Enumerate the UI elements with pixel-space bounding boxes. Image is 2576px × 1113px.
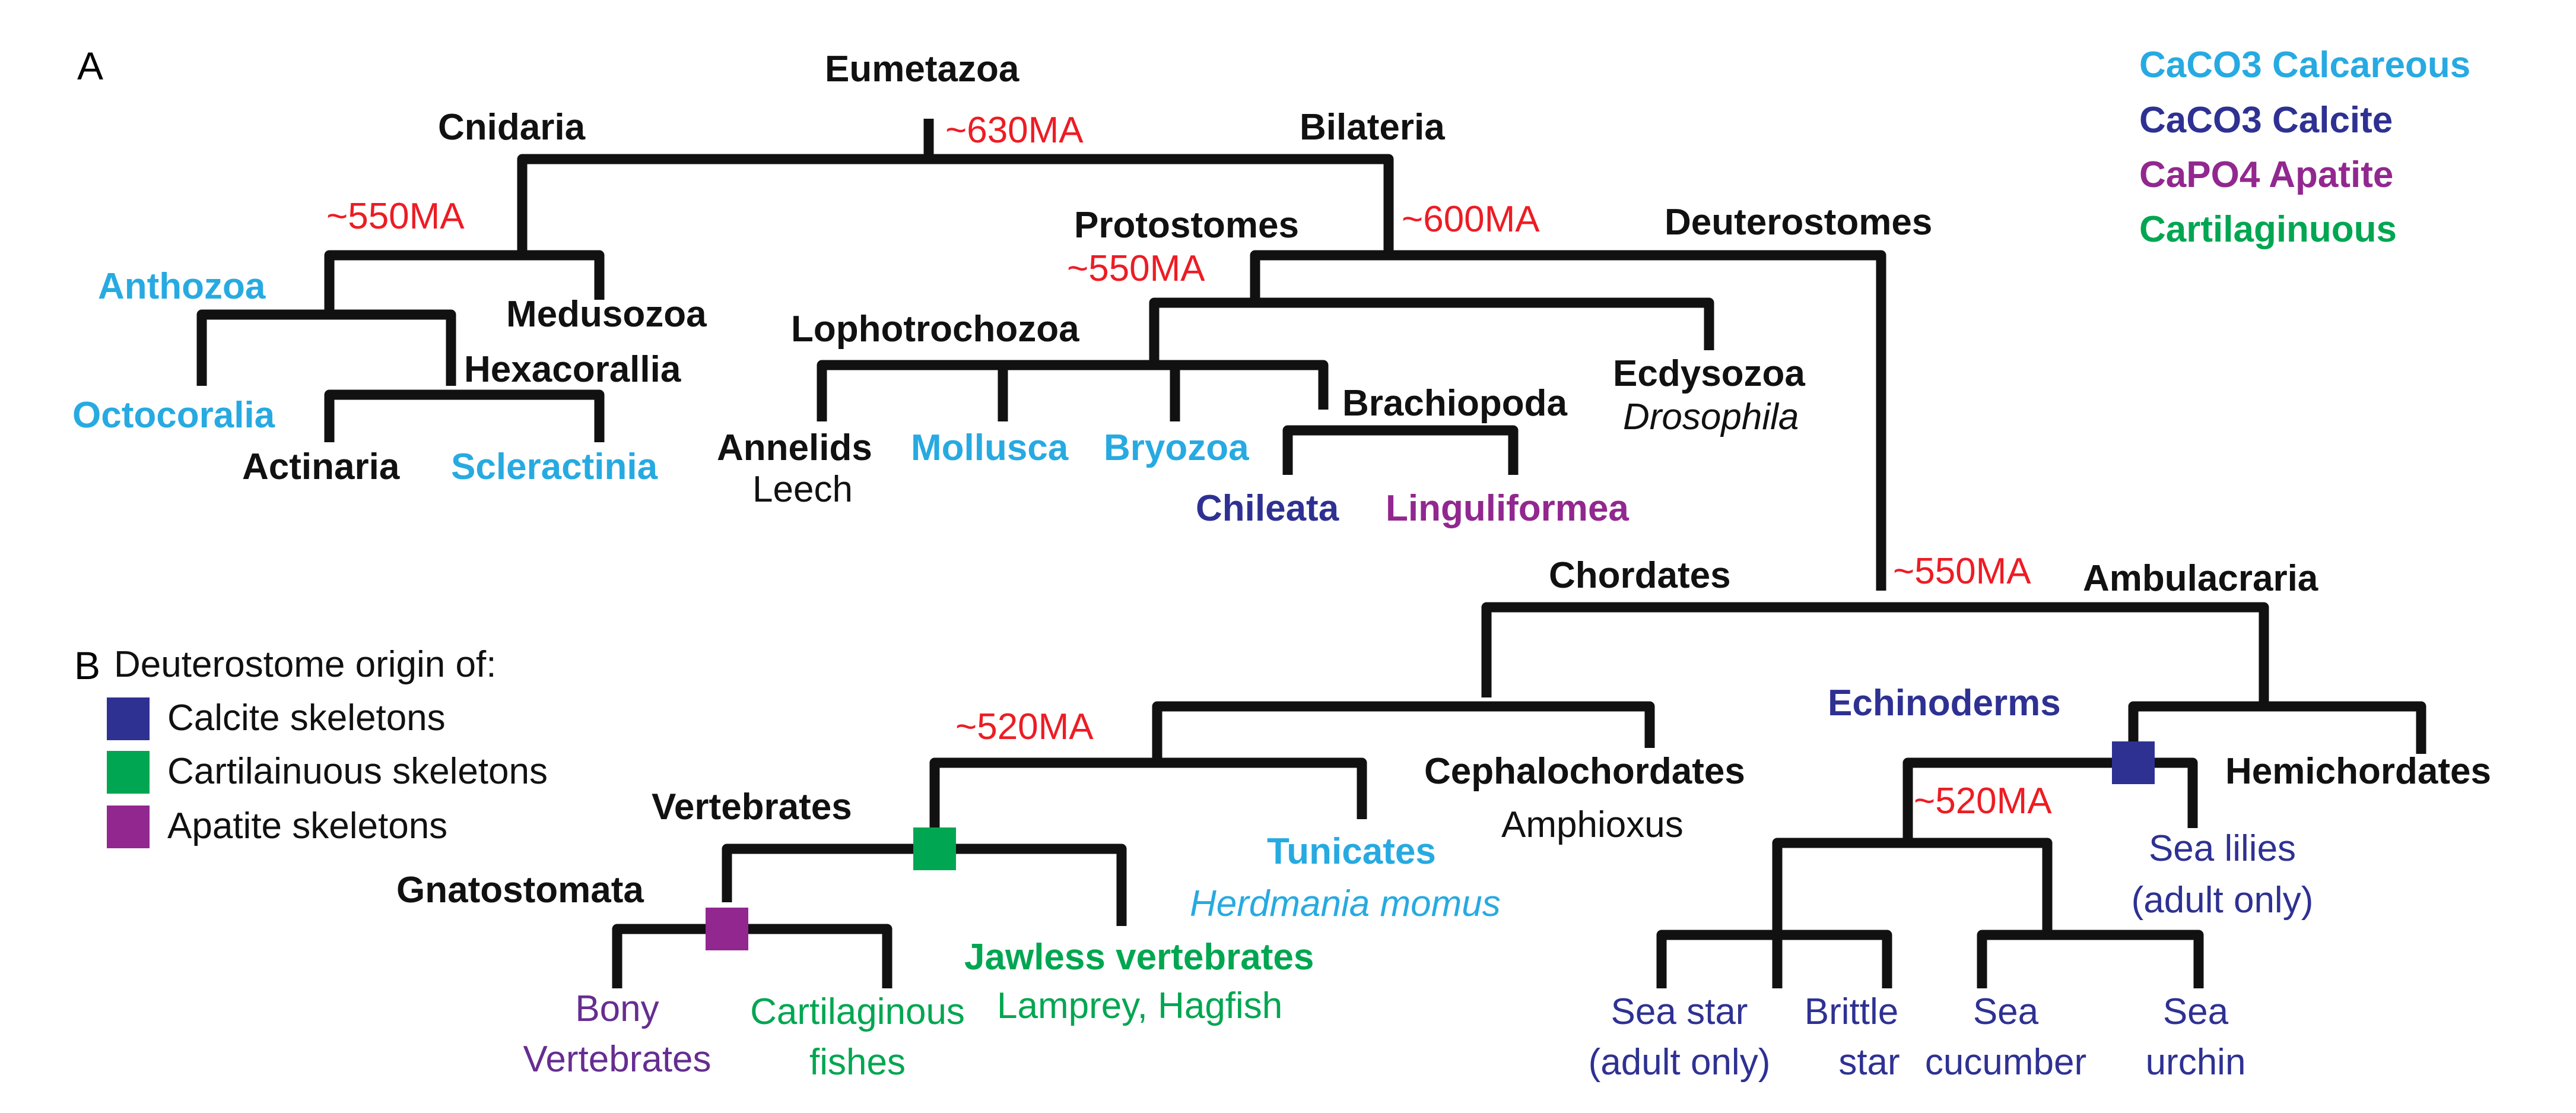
label-lamprey-hagfish: Lamprey, Hagfish — [997, 985, 1283, 1026]
time-chordates: ~520MA — [955, 706, 1094, 747]
legend-apatite: CaPO4 Apatite — [2139, 154, 2394, 195]
label-linguliformea: Linguliformea — [1386, 488, 1629, 529]
label-mollusca: Mollusca — [911, 427, 1069, 468]
legend-cartilaginuous: Cartilaginuous — [2139, 209, 2397, 250]
label-jawless-vertebrates: Jawless vertebrates — [964, 937, 1314, 978]
label-deuterostomes: Deuterostomes — [1665, 202, 1933, 243]
label-annelids: Annelids — [717, 427, 872, 468]
legend-calcite: CaCO3 Calcite — [2139, 100, 2393, 141]
label-sea-urchin-2: urchin — [2145, 1042, 2246, 1083]
tree-branch-gnatostomata — [612, 924, 892, 988]
tree-branch-hexacorallia — [324, 389, 605, 442]
apatite-origin-marker — [706, 908, 748, 950]
time-echinoderms: ~520MA — [1914, 781, 2052, 822]
label-octocoralia: Octocoralia — [72, 395, 275, 436]
label-echinoderms: Echinoderms — [1828, 683, 2061, 724]
label-bony-vertebrates-2: Vertebrates — [523, 1039, 712, 1080]
label-cartilaginous-fishes-2: fishes — [809, 1042, 906, 1083]
tree-branch-lophotrochozoa — [817, 360, 1329, 421]
legend-b-cartilage-swatch — [107, 751, 150, 794]
label-gnatostomata: Gnatostomata — [396, 870, 644, 911]
legend-b-title: Deuterostome origin of: — [114, 644, 497, 685]
time-protostomes: ~550MA — [1067, 248, 1205, 289]
label-vertebrates: Vertebrates — [652, 787, 852, 827]
tree-branch-bilateria — [1250, 250, 1886, 591]
label-bryozoa: Bryozoa — [1104, 427, 1249, 468]
label-herdmania-momus: Herdmania momus — [1190, 883, 1501, 924]
panel-a-label: A — [77, 44, 104, 88]
legend-calcareous: CaCO3 Calcareous — [2139, 45, 2471, 85]
label-scleractinia: Scleractinia — [451, 446, 658, 487]
tree-branch-deuterostomes — [1481, 602, 2269, 706]
legend-b-apatite-label: Apatite skeletons — [167, 806, 448, 846]
label-sea-lilies-1: Sea lilies — [2148, 828, 2297, 869]
tree-branch-echinozoa — [1977, 930, 2204, 988]
time-bilateria: ~600MA — [1402, 199, 1540, 240]
time-deuterostomes: ~550MA — [1893, 551, 2031, 592]
label-bony-vertebrates-1: Bony — [575, 988, 659, 1029]
label-brittle-star-2: star — [1838, 1042, 1900, 1083]
time-eumetazoa: ~630MA — [945, 110, 1084, 151]
label-leech: Leech — [752, 469, 853, 510]
tree-branch-olfactores — [929, 757, 1367, 849]
label-eumetazoa: Eumetazoa — [825, 49, 1019, 90]
panel-b-label: B — [74, 643, 101, 687]
tree-branch-anthozoa — [196, 309, 456, 386]
tree-branch-eleutherozoa — [1772, 838, 2053, 935]
legend-b-apatite-swatch — [107, 806, 150, 848]
label-ambulacraria: Ambulacraria — [2083, 558, 2318, 599]
label-chileata: Chileata — [1196, 488, 1339, 529]
tree-branch-eumetazoa — [517, 154, 1394, 255]
label-bilateria: Bilateria — [1300, 107, 1445, 148]
calcite-origin-marker — [2112, 741, 2155, 784]
label-sea-cucumber-1: Sea — [1973, 991, 2039, 1032]
label-tunicates: Tunicates — [1267, 831, 1436, 872]
tree-branch-ambulacraria — [2128, 701, 2426, 763]
label-actinaria: Actinaria — [242, 446, 400, 487]
label-sea-cucumber-2: cucumber — [1924, 1042, 2087, 1083]
label-cnidaria: Cnidaria — [438, 107, 586, 148]
label-medusozoa: Medusozoa — [506, 294, 707, 335]
cartilage-origin-marker — [913, 827, 956, 870]
tree-branch-echinoderms — [1902, 757, 2198, 843]
label-hexacorallia: Hexacorallia — [464, 349, 681, 390]
tree-branch-brachiopoda — [1282, 425, 1519, 475]
tree-branch-brittlestar — [1656, 930, 1892, 988]
legend-b-calcite-label: Calcite skeletons — [167, 697, 446, 738]
label-chordates: Chordates — [1549, 555, 1731, 596]
label-protostomes: Protostomes — [1074, 205, 1299, 246]
label-sea-lilies-2: (adult only) — [2131, 880, 2314, 921]
label-sea-star-1: Sea star — [1611, 991, 1748, 1032]
label-brittle-star-1: Brittle — [1804, 991, 1899, 1032]
label-lophotrochozoa: Lophotrochozoa — [791, 309, 1079, 350]
label-anthozoa: Anthozoa — [98, 266, 266, 307]
label-sea-urchin-1: Sea — [2162, 991, 2229, 1032]
tree-branch-cnidaria — [324, 250, 605, 315]
label-drosophila: Drosophila — [1623, 397, 1799, 437]
tree-branch-chordates — [1152, 701, 1655, 763]
time-cnidaria: ~550MA — [326, 196, 465, 237]
label-brachiopoda: Brachiopoda — [1342, 383, 1567, 424]
label-sea-star-2: (adult only) — [1588, 1042, 1771, 1083]
label-ecdysozoa: Ecdysozoa — [1613, 353, 1805, 394]
legend-b-cartilage-label: Cartilainuous skeletons — [167, 751, 548, 792]
label-hemichordates: Hemichordates — [2225, 751, 2491, 792]
label-cephalochordates: Cephalochordates — [1424, 751, 1745, 792]
label-amphioxus: Amphioxus — [1501, 804, 1684, 845]
tree-branch-protostomes — [1149, 297, 1714, 365]
legend-b-calcite-swatch — [107, 697, 150, 740]
label-cartilaginous-fishes-1: Cartilaginous — [750, 991, 965, 1032]
